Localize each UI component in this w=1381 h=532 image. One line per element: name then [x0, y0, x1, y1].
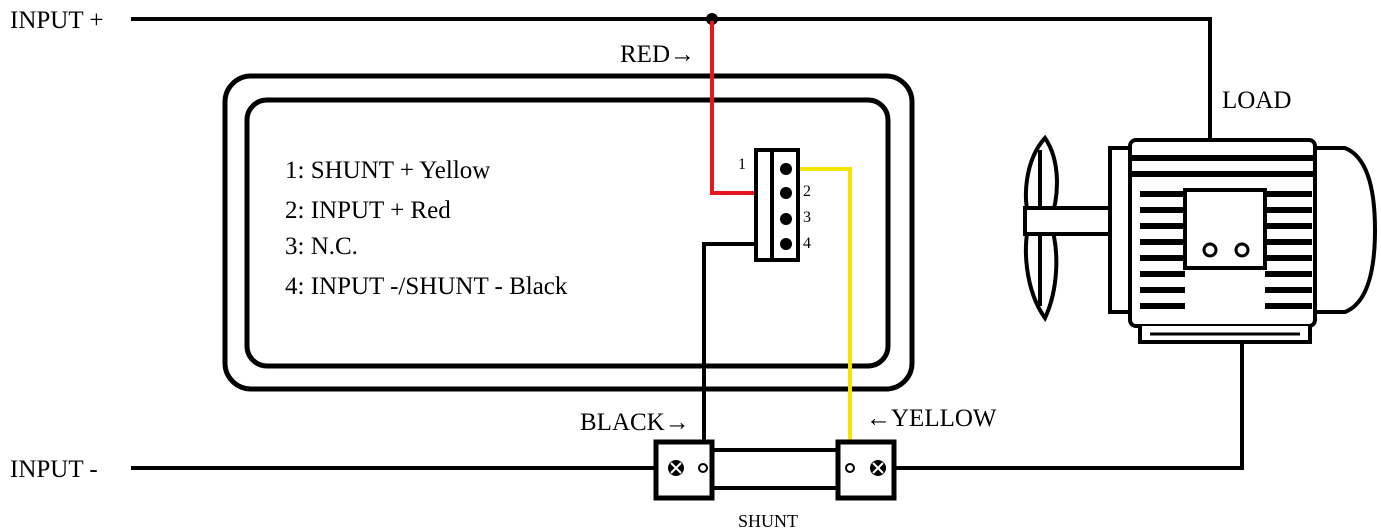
connector-pin-3 — [780, 213, 792, 225]
red-wire-label: RED→ — [620, 41, 695, 68]
pin-number-2: 2 — [803, 183, 811, 200]
pin-legend-line-3: 3: N.C. — [285, 233, 358, 260]
screw-terminal-icon — [668, 460, 684, 476]
shunt-sense-plus — [845, 463, 855, 473]
pin-number-1: 1 — [738, 156, 746, 173]
junction-dot — [706, 13, 718, 25]
load-terminal-minus — [1234, 242, 1250, 258]
shunt-label: SHUNT — [738, 511, 798, 531]
black-wire — [702, 242, 787, 466]
input-plus-label: INPUT + — [10, 7, 104, 34]
shunt — [653, 439, 897, 501]
pin-number-3: 3 — [803, 209, 811, 226]
meter-inner-frame — [244, 97, 891, 369]
pin-legend-line-4: 4: INPUT -/SHUNT - Black — [285, 273, 568, 300]
load-terminal-plus — [1202, 242, 1218, 258]
shunt-sense-minus — [698, 463, 708, 473]
pin-legend-line-1: 1: SHUNT + Yellow — [285, 157, 490, 184]
pin-number-4: 4 — [803, 235, 811, 252]
load-label: LOAD — [1222, 87, 1291, 114]
screw-terminal-icon — [870, 460, 886, 476]
yellow-wire-label: ←YELLOW — [866, 405, 997, 432]
connector-pin-1 — [780, 163, 792, 175]
yellow-wire — [787, 167, 852, 466]
input-minus-label: INPUT - — [10, 456, 98, 483]
connector-pin-2 — [780, 187, 792, 199]
motor-icon — [1023, 134, 1378, 344]
connector-pin-4 — [780, 238, 792, 250]
meter-outer-frame — [222, 73, 915, 392]
connector-block — [754, 148, 800, 262]
pin-legend-line-2: 2: INPUT + Red — [285, 197, 451, 224]
black-wire-label: BLACK→ — [580, 409, 690, 436]
